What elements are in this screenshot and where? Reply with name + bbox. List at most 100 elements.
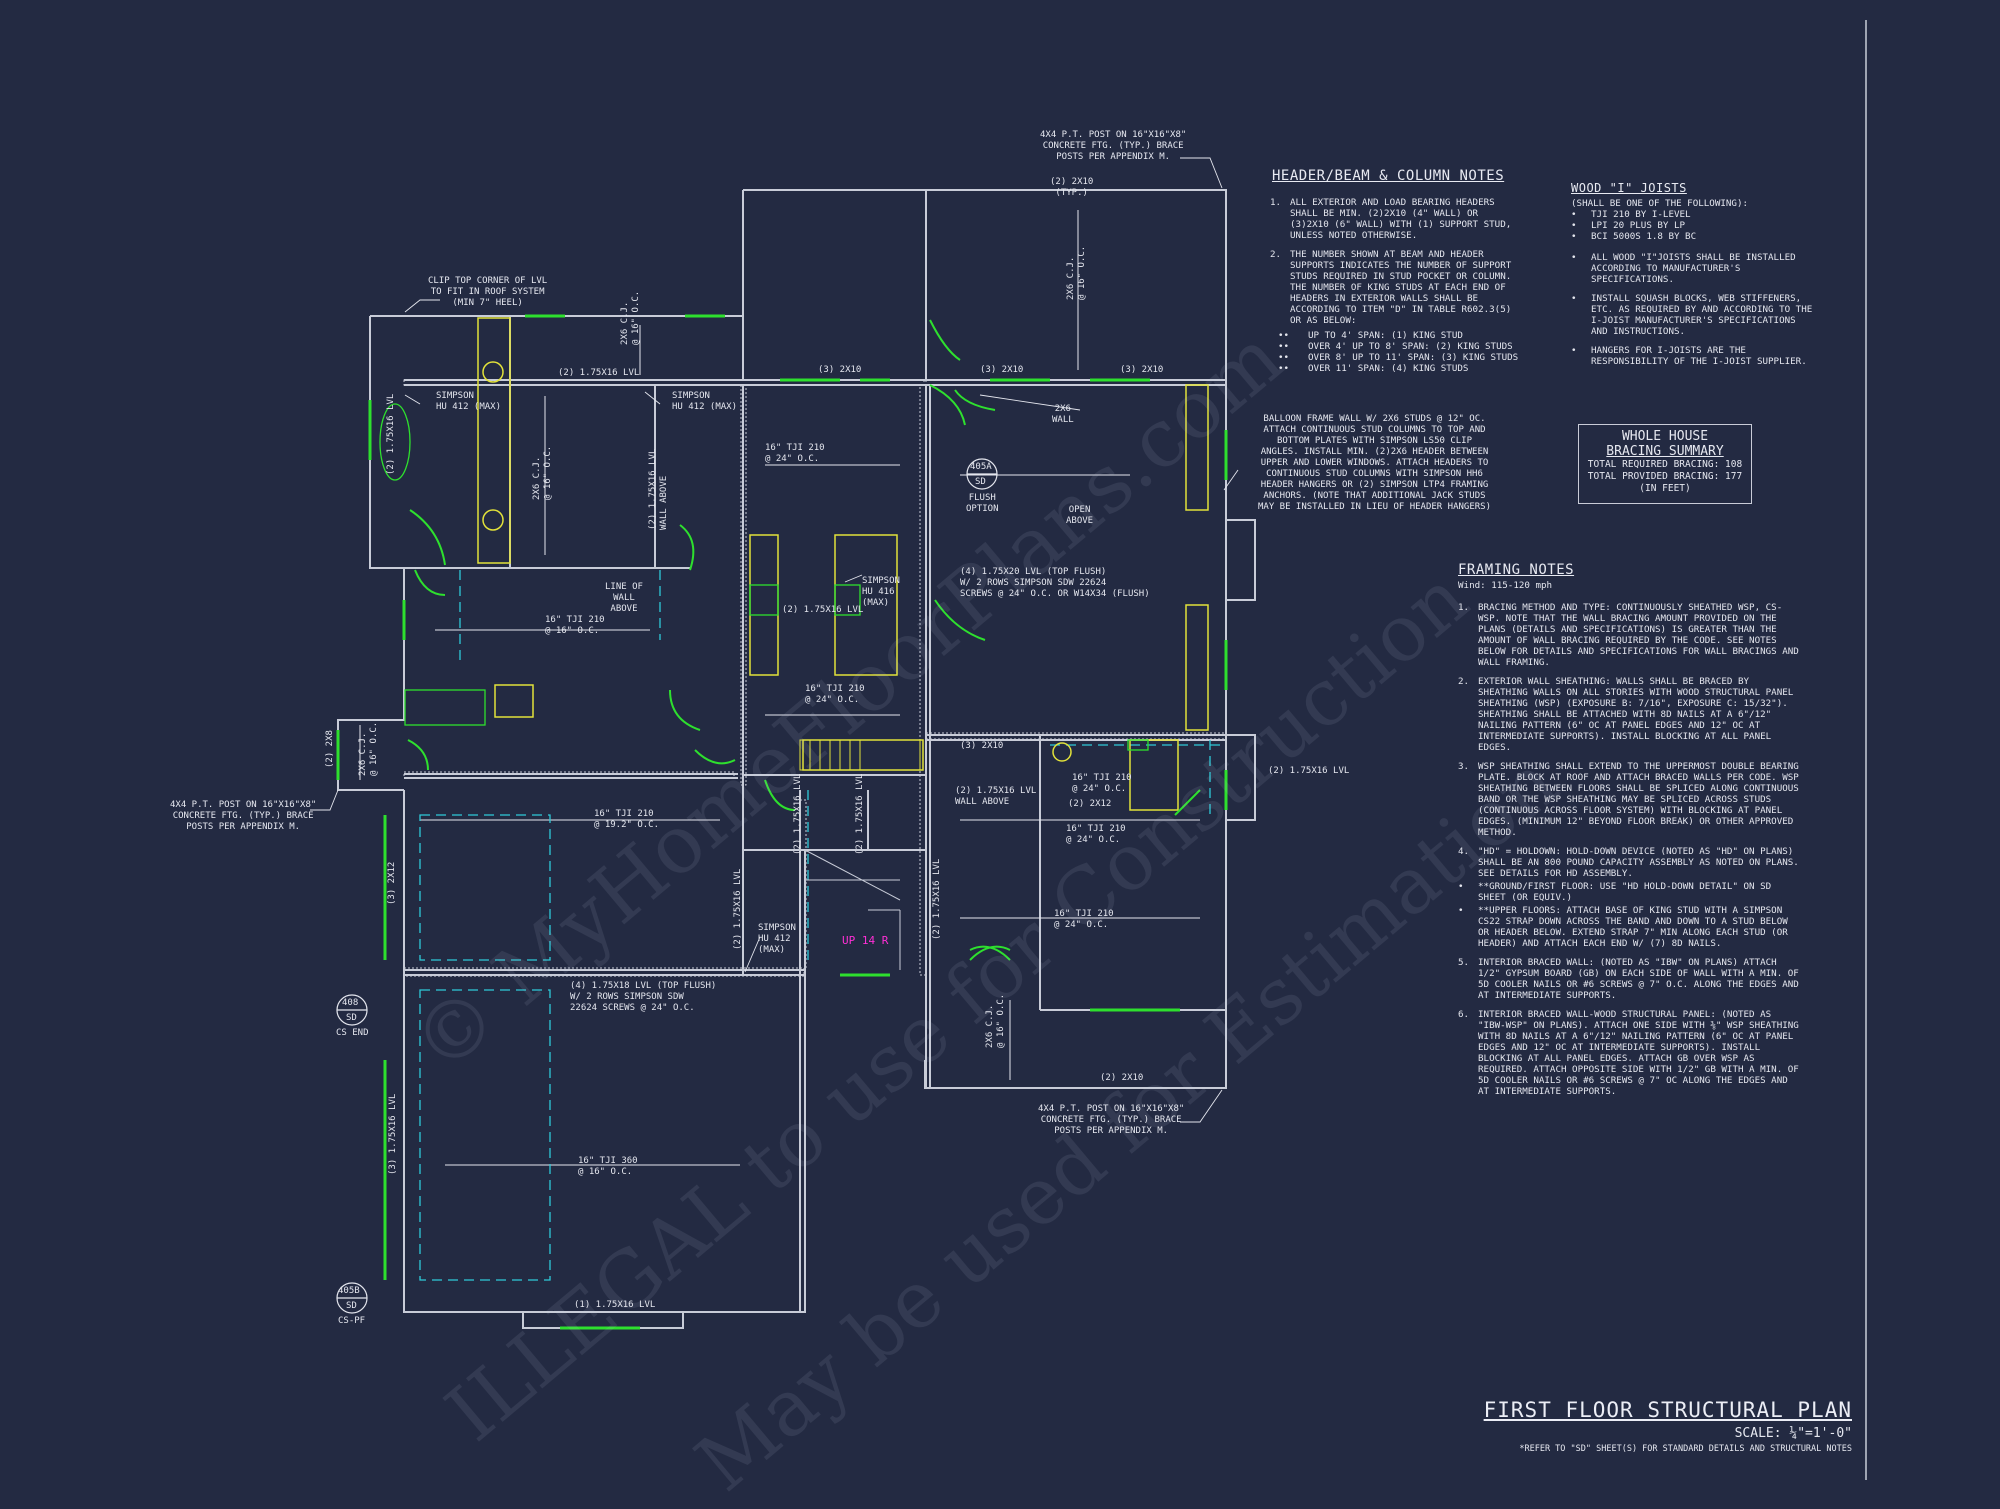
joist-label-a: 16" TJI 210 @ 24" O.C. <box>765 443 825 464</box>
beam-lvl-v-f: (2) 1.75x16 LVL <box>932 858 942 940</box>
joist-note-item: •HANGERS FOR I-JOISTS ARE THE RESPONSIBI… <box>1571 345 1816 367</box>
ceiling-joist-c: 2x6 C.J. @ 16" O.C. <box>1066 245 1087 300</box>
bracing-summary-heading-2: BRACING SUMMARY <box>1606 444 1724 459</box>
king-stud-text: UP TO 4' SPAN: (1) KING STUD <box>1308 330 1463 341</box>
joist-notes-list: (SHALL BE ONE OF THE FOLLOWING): •TJI 21… <box>1571 198 1816 375</box>
framing-note-number: 1. <box>1458 602 1470 613</box>
framing-note-text: WSP SHEATHING SHALL EXTEND TO THE UPPERM… <box>1478 761 1799 838</box>
clip-lvl-note: CLIP TOP CORNER OF LVL TO FIT IN ROOF SY… <box>428 276 548 308</box>
bracing-summary-heading-1: WHOLE HOUSE <box>1621 429 1709 444</box>
open-above-label: OPEN ABOVE <box>1066 505 1094 526</box>
framing-note-item: 4."HD" = HOLDOWN: HOLD-DOWN DEVICE (NOTE… <box>1458 846 1803 879</box>
joist-note-text: HANGERS FOR I-JOISTS ARE THE RESPONSIBIL… <box>1591 345 1807 367</box>
simpson-hanger-a: SIMPSON HU 412 (MAX) <box>436 391 502 412</box>
bracing-provided: TOTAL PROVIDED BRACING: 177 <box>1587 471 1743 482</box>
framing-notes-list: 1. BRACING METHOD AND TYPE: CONTINUOUSLY … <box>1458 602 1803 1105</box>
beam-lvl-20: (4) 1.75x20 LVL (TOP FLUSH) w/ 2 ROWS SI… <box>960 567 1150 599</box>
detail-tag-sd-c: SD <box>346 1301 357 1311</box>
joist-note-item: •ALL WOOD "I"JOISTS SHALL BE INSTALLED A… <box>1571 252 1816 285</box>
detail-tag-cs-end: CS END <box>336 1028 369 1038</box>
joist-label-d: 16" TJI 210 @ 19.2" O.C. <box>594 809 660 830</box>
header-note-item: 2. THE NUMBER SHOWN AT BEAM AND HEADER S… <box>1270 249 1520 326</box>
simpson-hanger-b: SIMPSON HU 412 (MAX) <box>672 391 738 412</box>
framing-note-text: **GROUND/FIRST FLOOR: USE "HD HOLD-DOWN … <box>1478 881 1772 903</box>
framing-note-number: • <box>1458 881 1464 892</box>
detail-tag-405a: 405A <box>970 462 992 472</box>
framing-note-item: 6.INTERIOR BRACED WALL-WOOD STRUCTURAL P… <box>1458 1009 1803 1097</box>
ceiling-joist-e: 2x6 C.J. @ 16" O.C. <box>358 721 379 776</box>
beam-wall-above-v: (2) 1.75x16 LVL WALL ABOVE <box>648 448 669 530</box>
header-note-text: THE NUMBER SHOWN AT BEAM AND HEADER SUPP… <box>1290 249 1512 326</box>
detail-tag-sd-a: SD <box>975 477 986 487</box>
beam-lvl-v-a: (2) 1.75x16 LVL <box>386 393 396 475</box>
king-stud-item: ••OVER 11' SPAN: (4) KING STUDS <box>1278 363 1469 374</box>
joist-label-g: 16" TJI 210 @ 24" O.C. <box>1054 909 1114 930</box>
framing-note-item: • **UPPER FLOORS: ATTACH BASE OF KING STU… <box>1458 905 1803 949</box>
framing-note-text: **UPPER FLOORS: ATTACH BASE OF KING STUD… <box>1478 905 1788 949</box>
beam-lvl-v-e: (3) 1.75x16 LVL <box>388 1093 398 1175</box>
post-footing-note-left: 4x4 P.T. POST ON 16"x16"x8" CONCRETE FTG… <box>170 800 317 832</box>
wall-2x6-label: 2x6 WALL <box>1052 404 1074 425</box>
framing-note-text: "HD" = HOLDOWN: HOLD-DOWN DEVICE (NOTED … <box>1478 846 1799 879</box>
king-stud-text: OVER 11' SPAN: (4) KING STUDS <box>1308 363 1469 374</box>
sheet-scale: SCALE: ¼"=1'-0" <box>1734 1426 1852 1441</box>
detail-tag-cs-pf: CS-PF <box>338 1316 366 1326</box>
beam-lvl-wall-above: (2) 1.75x16 LVL WALL ABOVE <box>955 786 1037 807</box>
beam-lvl-right: (2) 1.75x16 LVL <box>1268 766 1350 776</box>
simpson-hanger-c: SIMPSON HU 416 (MAX) <box>862 576 900 608</box>
joist-label-360: 16" TJI 360 @ 16" O.C. <box>578 1156 638 1177</box>
beam-lvl-bottom: (1) 1.75x16 LVL <box>574 1300 656 1310</box>
framing-note-number: 3. <box>1458 761 1470 772</box>
beam-lvl-v-b: (2) 1.75x16 LVL <box>793 773 803 855</box>
ceiling-joist-b: 2x6 C.J. @ 16" O.C. <box>532 445 553 500</box>
header-2x10-top: (2) 2x10 (TYP.) <box>1050 177 1094 198</box>
ceiling-joist-a: 2x6 C.J. @ 16" O.C. <box>620 290 641 345</box>
joist-note-text: INSTALL SQUASH BLOCKS, WEB STIFFENERS, E… <box>1591 293 1813 337</box>
detail-tag-408: 408 <box>342 998 359 1008</box>
header-note-number: 1. <box>1270 197 1282 208</box>
framing-note-number: • <box>1458 905 1464 916</box>
balloon-frame-note: BALLOON FRAME WALL w/ 2x6 STUDS @ 12" OC… <box>1258 414 1491 512</box>
joist-option-text: BCI 5000s 1.8 BY BC <box>1591 231 1697 242</box>
king-stud-item: ••OVER 8' UP TO 11' SPAN: (3) KING STUDS <box>1278 352 1519 363</box>
framing-note-item: 5. INTERIOR BRACED WALL: (NOTED AS "IBW" … <box>1458 957 1803 1001</box>
joist-label-f: 16" TJI 210 @ 24" O.C. <box>1066 824 1126 845</box>
joist-option: •TJI 210 BY I-LEVEL <box>1571 209 1691 220</box>
king-stud-text: OVER 8' UP TO 11' SPAN: (3) KING STUDS <box>1308 352 1519 363</box>
sheet-title: FIRST FLOOR STRUCTURAL PLAN <box>1483 1398 1852 1422</box>
post-footing-note-bottom: 4x4 P.T. POST ON 16"x16"x8" CONCRETE FTG… <box>1038 1104 1185 1136</box>
bracing-summary-box: WHOLE HOUSE BRACING SUMMARY TOTAL REQUIR… <box>1578 424 1752 504</box>
king-stud-text: OVER 4' UP TO 8' SPAN: (2) KING STUDS <box>1308 341 1513 352</box>
header-lvl-top: (2) 1.75x16 LVL <box>558 368 640 378</box>
joist-option-text: LPI 20 PLUS BY LP <box>1591 220 1686 231</box>
header-3-2x12: (3) 2x12 <box>387 861 397 905</box>
header-2x10-a: (3) 2x10 <box>818 365 862 375</box>
beam-lvl-v-d: (2) 1.75x16 LVL <box>733 868 743 950</box>
header-2x10-b: (3) 2x10 <box>980 365 1024 375</box>
simpson-hanger-d: SIMPSON HU 412 (MAX) <box>758 923 796 955</box>
beam-lvl-mid: (2) 1.75x16 LVL <box>782 605 864 615</box>
framing-note-text: BRACING METHOD AND TYPE: CONTINUOUSLY SH… <box>1478 602 1799 668</box>
joist-notes-heading: WOOD "I" JOISTS <box>1571 181 1687 195</box>
stair-up-label: UP 14 R <box>842 934 889 947</box>
beam-lvl-18: (4) 1.75x18 LVL (TOP FLUSH) w/ 2 ROWS SI… <box>570 981 717 1013</box>
framing-note-item: 2.EXTERIOR WALL SHEATHING: WALLS SHALL B… <box>1458 676 1803 753</box>
bracing-units: (IN FEET) <box>1639 483 1691 494</box>
joist-note-text: ALL WOOD "I"JOISTS SHALL BE INSTALLED AC… <box>1591 252 1796 285</box>
flush-option-label: FLUSH OPTION <box>966 493 999 514</box>
framing-note-item: 3. WSP SHEATHING SHALL EXTEND TO THE UPPE… <box>1458 761 1803 838</box>
bracing-required: TOTAL REQUIRED BRACING: 108 <box>1587 459 1743 470</box>
framing-note-text: INTERIOR BRACED WALL: (NOTED AS "IBW" ON… <box>1478 957 1799 1001</box>
beam-lvl-v-c: (2) 1.75x16 LVL <box>855 773 865 855</box>
framing-note-item: 1. BRACING METHOD AND TYPE: CONTINUOUSLY … <box>1458 602 1803 668</box>
framing-wind: Wind: 115-120 mph <box>1458 580 1553 591</box>
joist-intro: (SHALL BE ONE OF THE FOLLOWING): <box>1571 198 1749 209</box>
joist-label-e: 16" TJI 210 @ 24" O.C. <box>1072 773 1132 794</box>
sheet-reference-note: *REFER TO "SD" SHEET(S) FOR STANDARD DET… <box>1519 1444 1852 1454</box>
detail-tag-405b: 405B <box>338 1286 360 1296</box>
header-2x8: (2) 2x8 <box>325 730 335 768</box>
detail-tag-sd-b: SD <box>346 1013 357 1023</box>
framing-note-number: 5. <box>1458 957 1470 968</box>
joist-note-item: •INSTALL SQUASH BLOCKS, WEB STIFFENERS, … <box>1571 293 1816 337</box>
